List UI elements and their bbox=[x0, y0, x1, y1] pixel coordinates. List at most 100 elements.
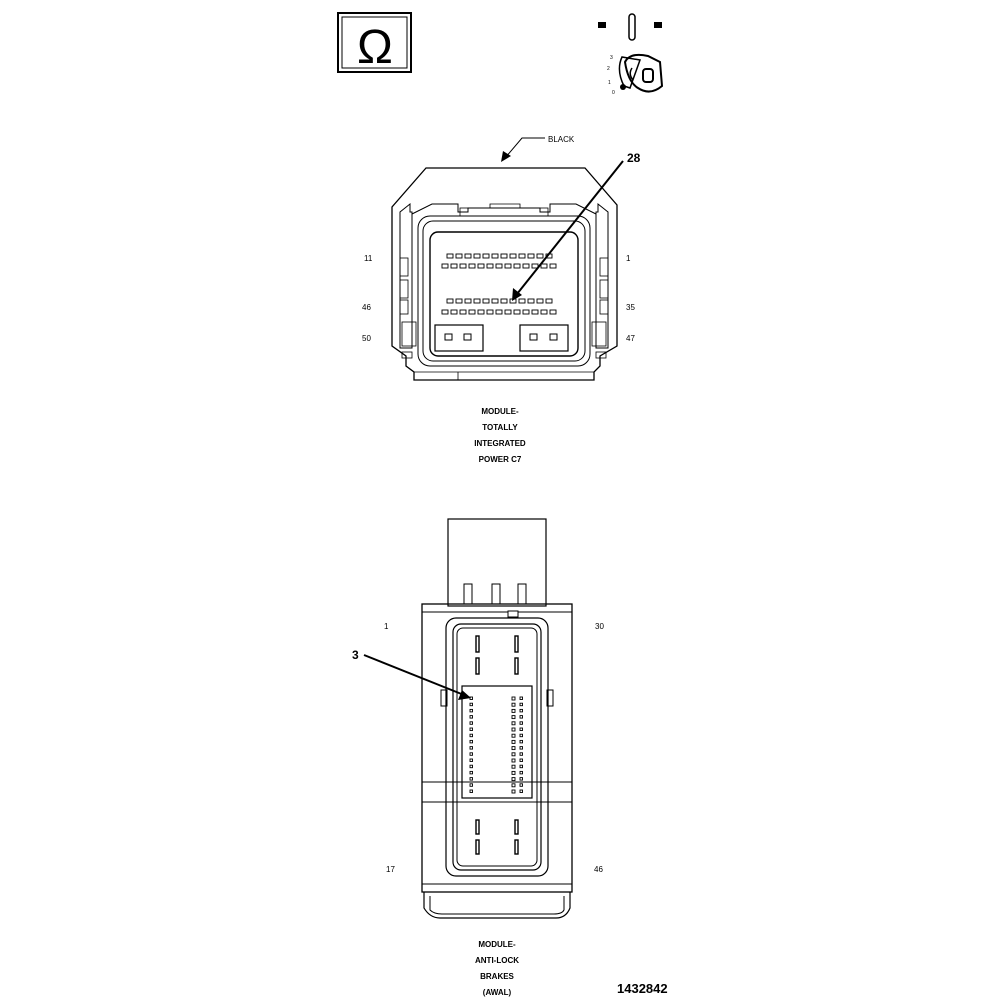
abs-pin-cavity bbox=[511, 715, 516, 720]
c7-pin-cavity bbox=[518, 298, 526, 304]
abs-pin-cavity bbox=[469, 696, 473, 700]
c7-pin-cavity bbox=[486, 309, 494, 315]
c7-pin-cavity bbox=[468, 309, 476, 315]
abs-pin-cavity bbox=[519, 770, 523, 775]
c7-pin-cavity bbox=[441, 263, 449, 269]
abs-pin-label-46: 46 bbox=[594, 865, 603, 874]
c7-pin-cavity bbox=[491, 298, 499, 304]
abs-pin-cavity bbox=[469, 777, 473, 781]
c7-pin-array bbox=[441, 253, 557, 315]
ignition-key-icon: 3 2 1 0 bbox=[598, 13, 664, 96]
abs-pin-cavity bbox=[469, 746, 473, 750]
c7-pin-cavity bbox=[450, 263, 458, 269]
abs-pin-cavity bbox=[519, 789, 523, 793]
c7-pin-cavity bbox=[477, 309, 485, 315]
tipm-c7-connector: BLACK 11 1 4 bbox=[362, 135, 641, 464]
c7-pin-label-47: 47 bbox=[626, 334, 635, 343]
c7-pin-cavity bbox=[441, 309, 449, 315]
c7-pin-label-50: 50 bbox=[362, 334, 371, 343]
abs-pin-cavity bbox=[469, 715, 473, 719]
abs-pin-cavity bbox=[469, 758, 473, 762]
abs-pin-cavity bbox=[469, 739, 473, 744]
c7-pin-label-11: 11 bbox=[364, 254, 373, 263]
abs-pin-cavity bbox=[469, 783, 473, 787]
abs-pin-cavity bbox=[519, 702, 523, 707]
abs-pin-cavity bbox=[519, 727, 523, 731]
abs-pin-cavity bbox=[511, 733, 516, 738]
c7-pin-cavity bbox=[482, 298, 490, 304]
abs-pin-label-30: 30 bbox=[595, 622, 604, 631]
abs-pin-cavity bbox=[469, 727, 473, 731]
abs-pin-cavity bbox=[511, 708, 516, 713]
abs-pin-cavity bbox=[511, 764, 516, 769]
abs-connector: 1 30 17 46 3 MODULE- ANTI-LOCK BRAKES (A… bbox=[352, 518, 604, 997]
c7-pin-cavity bbox=[500, 298, 508, 304]
abs-pin-cavity bbox=[469, 770, 473, 775]
abs-pin-cavity bbox=[511, 746, 516, 751]
abs-pin-cavity bbox=[519, 752, 523, 756]
ignition-pos-2: 2 bbox=[607, 66, 610, 72]
c7-pin-cavity bbox=[518, 253, 526, 259]
c7-pin-cavity bbox=[468, 263, 476, 269]
c7-pin-cavity bbox=[536, 253, 544, 259]
c7-pin-cavity bbox=[473, 298, 481, 304]
c7-pin-cavity bbox=[527, 253, 535, 259]
abs-pin-cavity bbox=[519, 764, 523, 769]
abs-pin-cavity bbox=[519, 715, 523, 719]
abs-pin-cavity bbox=[519, 696, 523, 700]
figure-number: 1432842 bbox=[617, 981, 668, 996]
c7-pin-cavity bbox=[459, 309, 467, 315]
c7-caption-line-2: TOTALLY bbox=[482, 423, 518, 432]
connector-color-label: BLACK bbox=[548, 135, 575, 144]
abs-pin-array bbox=[469, 696, 523, 794]
c7-pin-cavity bbox=[504, 263, 512, 269]
c7-pin-cavity bbox=[495, 309, 503, 315]
abs-caption-line-1: MODULE- bbox=[478, 940, 516, 949]
abs-pin-cavity bbox=[519, 739, 523, 744]
c7-pin-cavity bbox=[446, 253, 454, 259]
c7-caption-line-1: MODULE- bbox=[481, 407, 519, 416]
abs-pin-cavity bbox=[469, 708, 473, 713]
c7-caption-line-3: INTEGRATED bbox=[474, 439, 526, 448]
c7-pin-cavity bbox=[491, 253, 499, 259]
c7-callout-label: 28 bbox=[627, 151, 641, 165]
abs-pin-cavity bbox=[469, 789, 473, 793]
abs-pin-cavity bbox=[519, 733, 523, 738]
c7-pin-cavity bbox=[500, 253, 508, 259]
c7-pin-cavity bbox=[504, 309, 512, 315]
abs-pin-cavity bbox=[469, 764, 473, 769]
ignition-pos-1: 1 bbox=[608, 80, 611, 86]
c7-pin-cavity bbox=[536, 298, 544, 304]
c7-pin-cavity bbox=[464, 298, 472, 304]
abs-pin-cavity bbox=[469, 733, 473, 738]
c7-pin-cavity bbox=[486, 263, 494, 269]
abs-pin-label-1: 1 bbox=[384, 622, 389, 631]
abs-caption-line-3: BRAKES bbox=[480, 972, 514, 981]
c7-pin-label-1: 1 bbox=[626, 254, 631, 263]
ignition-pos-3: 3 bbox=[610, 55, 613, 61]
abs-pin-cavity bbox=[511, 702, 516, 707]
c7-pin-cavity bbox=[513, 263, 521, 269]
c7-pin-cavity bbox=[522, 309, 530, 315]
ignition-pos-0: 0 bbox=[612, 90, 615, 96]
ohm-symbol: Ω bbox=[357, 21, 393, 74]
c7-pin-cavity bbox=[522, 263, 530, 269]
c7-pin-cavity bbox=[464, 253, 472, 259]
c7-pin-cavity bbox=[540, 309, 548, 315]
abs-pin-cavity bbox=[511, 789, 516, 794]
abs-pin-cavity bbox=[519, 746, 523, 750]
abs-pin-cavity bbox=[511, 770, 516, 775]
c7-pin-cavity bbox=[545, 298, 553, 304]
abs-pin-cavity bbox=[511, 696, 516, 701]
c7-pin-cavity bbox=[549, 309, 557, 315]
c7-pin-cavity bbox=[455, 298, 463, 304]
abs-caption-line-2: ANTI-LOCK bbox=[475, 956, 519, 965]
abs-pin-cavity bbox=[511, 739, 516, 744]
abs-pin-cavity bbox=[511, 752, 516, 757]
c7-caption-line-4: POWER C7 bbox=[479, 455, 522, 464]
c7-pin-cavity bbox=[531, 263, 539, 269]
abs-pin-cavity bbox=[469, 702, 473, 707]
c7-pin-cavity bbox=[455, 253, 463, 259]
c7-pin-label-35: 35 bbox=[626, 303, 635, 312]
